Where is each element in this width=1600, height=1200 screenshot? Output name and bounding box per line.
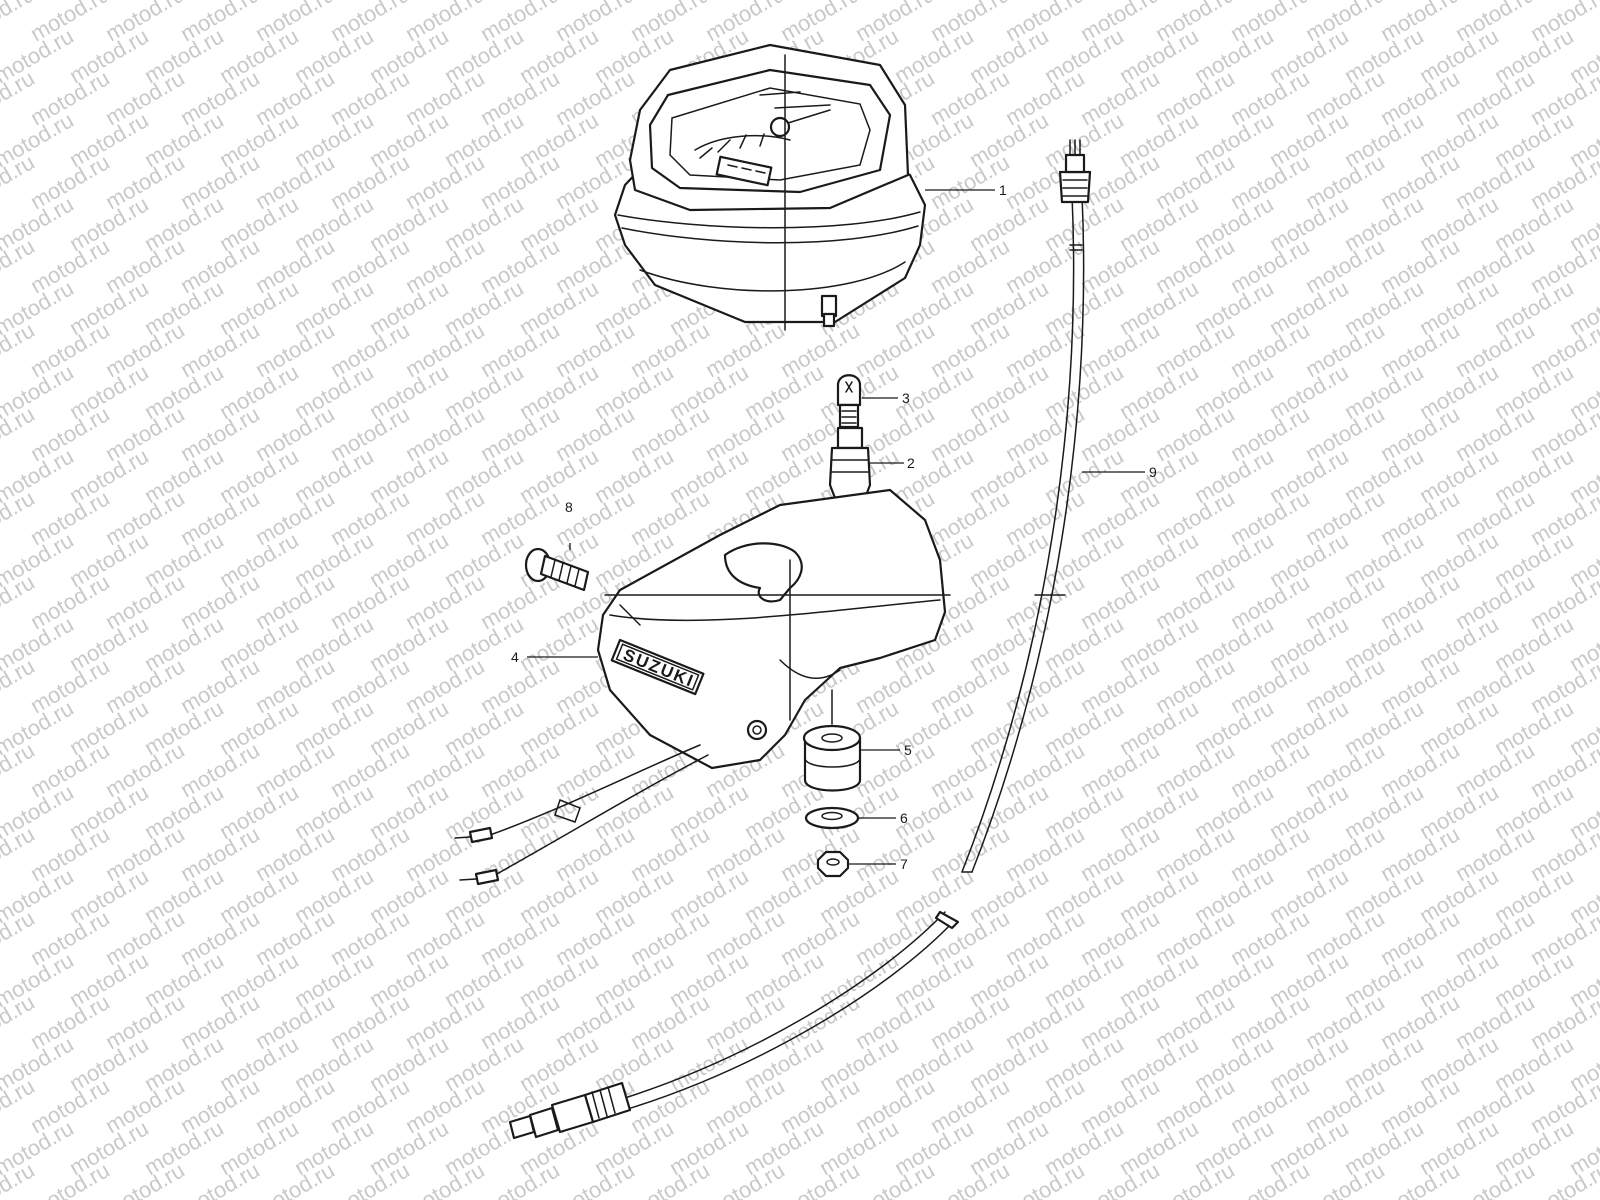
callout-7: 7: [900, 856, 908, 872]
nut: [816, 850, 850, 878]
meter-case: SUZUKI: [454, 488, 1066, 886]
cushion: [802, 689, 862, 792]
bulb: [836, 374, 862, 429]
screw: [524, 547, 590, 592]
callout-8: 8: [565, 499, 573, 515]
leader-lines: [527, 189, 1145, 865]
callout-5: 5: [904, 742, 912, 758]
callout-1: 1: [999, 182, 1007, 198]
callout-4: 4: [511, 649, 519, 665]
callout-labels: 1 2 3 4 5 6 7 8 9: [511, 182, 1157, 872]
callout-3: 3: [902, 390, 910, 406]
cable: [508, 139, 1092, 1140]
meter-assembly: [613, 43, 927, 331]
callout-2: 2: [907, 455, 915, 471]
callout-6: 6: [900, 810, 908, 826]
washer: [804, 806, 860, 830]
callout-9: 9: [1149, 464, 1157, 480]
